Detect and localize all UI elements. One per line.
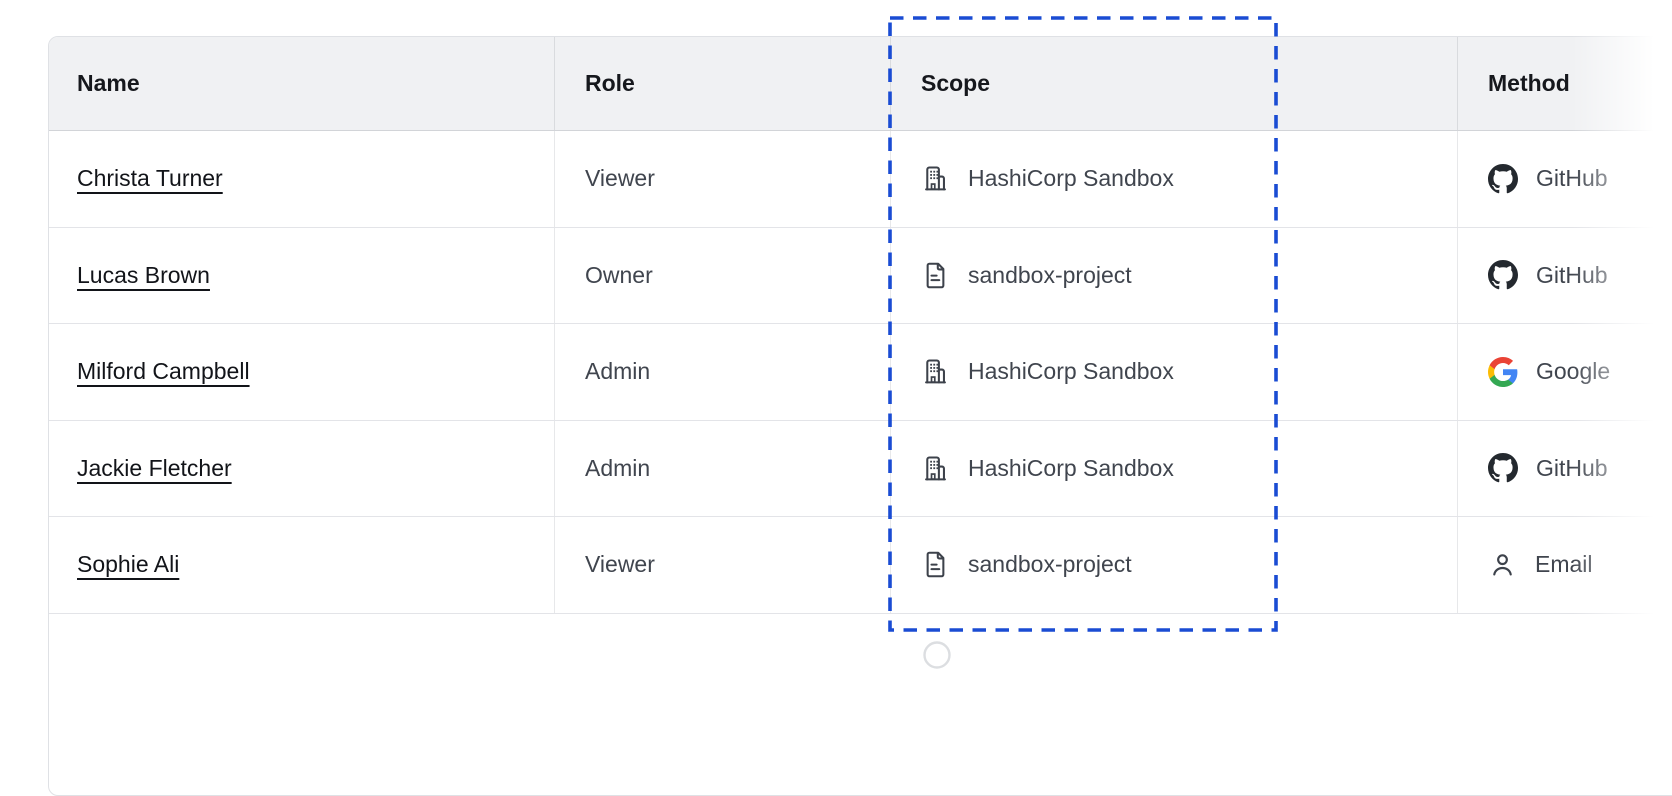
scope-value: sandbox-project xyxy=(968,551,1132,578)
cell-method: Google xyxy=(1457,324,1672,420)
cell-method: GitHub xyxy=(1457,227,1672,323)
cell-name: Milford Campbell xyxy=(49,324,554,420)
cell-name: Jackie Fletcher xyxy=(49,421,554,517)
cell-role: Admin xyxy=(554,324,890,420)
cell-scope: sandbox-project xyxy=(890,517,1457,613)
method-value: GitHub xyxy=(1536,454,1608,481)
cell-role: Owner xyxy=(554,227,890,323)
cell-name: Sophie Ali xyxy=(49,517,554,613)
email-user-icon xyxy=(1488,550,1517,579)
project-file-icon xyxy=(921,550,950,579)
project-file-icon xyxy=(921,261,950,290)
org-building-icon xyxy=(921,357,950,386)
table-row: Sophie Ali Viewer sandbox-project Email xyxy=(49,517,1672,614)
table-row: Christa Turner Viewer HashiCorp Sandbox Git… xyxy=(49,131,1672,228)
org-building-icon xyxy=(921,454,950,483)
table-row: Milford Campbell Admin HashiCorp Sandbox Go… xyxy=(49,324,1672,421)
method-value: Google xyxy=(1536,358,1611,385)
method-value: GitHub xyxy=(1536,261,1608,288)
cell-method: Email xyxy=(1457,517,1672,613)
cell-role: Admin xyxy=(554,420,890,516)
cell-name: Lucas Brown xyxy=(49,228,554,324)
github-icon xyxy=(1488,453,1518,483)
member-name-link[interactable]: Lucas Brown xyxy=(77,261,210,288)
member-name-link[interactable]: Sophie Ali xyxy=(77,551,180,578)
partial-next-row-icon xyxy=(922,639,952,674)
org-building-icon xyxy=(921,164,950,193)
member-name-link[interactable]: Jackie Fletcher xyxy=(77,454,232,481)
github-icon xyxy=(1488,163,1518,194)
cell-role: Viewer xyxy=(554,517,890,613)
column-header-method: Method xyxy=(1457,37,1672,130)
table-row: Jackie Fletcher Admin HashiCorp Sandbox Git… xyxy=(49,420,1672,517)
member-name-link[interactable]: Christa Turner xyxy=(77,165,223,192)
role-value: Owner xyxy=(585,261,653,288)
role-value: Viewer xyxy=(585,165,655,192)
member-name-link[interactable]: Milford Campbell xyxy=(77,358,250,385)
role-value: Viewer xyxy=(585,551,655,578)
method-value: Email xyxy=(1535,551,1593,578)
github-icon xyxy=(1488,260,1518,290)
column-header-label: Method xyxy=(1488,70,1570,96)
scope-value: HashiCorp Sandbox xyxy=(968,165,1174,192)
cell-role: Viewer xyxy=(554,131,890,227)
role-value: Admin xyxy=(585,358,651,385)
column-header-role: Role xyxy=(554,37,890,130)
column-header-label: Scope xyxy=(921,70,991,96)
cell-scope: HashiCorp Sandbox xyxy=(890,420,1457,516)
cell-scope: sandbox-project xyxy=(890,227,1457,323)
table-header-row: Name Role Scope Method xyxy=(49,37,1672,131)
scope-value: sandbox-project xyxy=(968,261,1132,288)
cell-method: GitHub xyxy=(1457,420,1672,516)
column-header-scope: Scope xyxy=(890,37,1457,130)
cell-name: Christa Turner xyxy=(49,131,554,227)
scope-value: HashiCorp Sandbox xyxy=(968,358,1174,385)
google-icon xyxy=(1488,356,1518,387)
column-header-name: Name xyxy=(49,37,554,130)
cell-method: GitHub xyxy=(1457,131,1672,227)
table-row: Lucas Brown Owner sandbox-project GitHub xyxy=(49,227,1672,324)
cell-scope: HashiCorp Sandbox xyxy=(890,131,1457,227)
column-header-label: Name xyxy=(77,70,140,96)
scope-value: HashiCorp Sandbox xyxy=(968,454,1174,481)
role-value: Admin xyxy=(585,454,651,481)
cell-scope: HashiCorp Sandbox xyxy=(890,324,1457,420)
column-header-label: Role xyxy=(585,70,635,96)
method-value: GitHub xyxy=(1536,165,1608,192)
